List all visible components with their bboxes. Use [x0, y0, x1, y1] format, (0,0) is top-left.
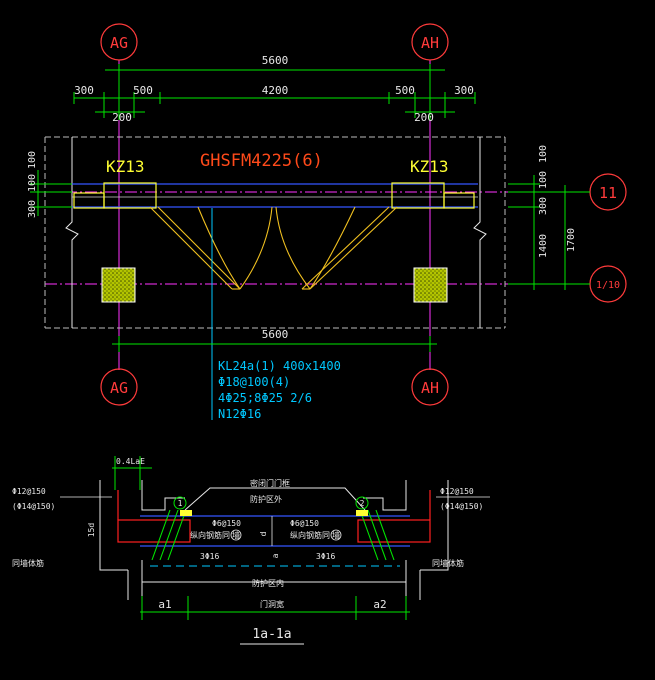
- section-dim-a2: a2: [373, 598, 386, 611]
- section-red-rebar: [117, 490, 431, 543]
- break-line-left: [65, 137, 79, 328]
- dim-overall-bottom: 5600: [262, 328, 289, 341]
- grid-label-11: 11: [599, 184, 617, 202]
- section-left-vertical: 15d: [87, 523, 96, 538]
- beam-label-line1: KL24a(1) 400x1400: [218, 359, 341, 373]
- section-top-label-1: 密闭门门框: [250, 478, 290, 488]
- section-wall-left: [99, 480, 185, 600]
- grid-label-1-10: 1/10: [596, 280, 620, 291]
- section-left-rebar-2: (Φ14@150): [12, 502, 55, 511]
- dim-right-outer: 300: [454, 84, 474, 97]
- column-kz13-left: [103, 182, 157, 209]
- section-stirrup-right: Φ6@150: [290, 519, 319, 528]
- section-door-width: 门洞宽: [260, 599, 284, 609]
- section-right-note: 同墙体筋: [432, 558, 464, 568]
- left-dimensions: [30, 170, 72, 216]
- beam-label-line2: Φ18@100(4): [218, 375, 290, 389]
- section-frame-left: 纵向钢筋同: [190, 530, 230, 540]
- top-dimensions: [73, 64, 476, 120]
- dim-left-outer: 300: [74, 84, 94, 97]
- pillar-left: [101, 267, 136, 303]
- dim-overall-top: 5600: [262, 54, 289, 67]
- dim-left-small: 200: [112, 111, 132, 124]
- section-title: 1a-1a: [252, 627, 291, 642]
- dim-right-top: 100: [538, 145, 549, 163]
- section-tag-right: 墙: [332, 530, 340, 540]
- pillar-right: [413, 267, 448, 303]
- section-tag-left: 墙: [232, 530, 240, 540]
- wall-outline: [44, 136, 506, 329]
- dim-right-span: 1400: [538, 234, 549, 258]
- right-dimensions: [508, 175, 590, 290]
- section-wall-right: [363, 480, 449, 600]
- section-bottom-label: 防护区内: [252, 578, 284, 588]
- grid-bubble-ag-top: [100, 23, 138, 61]
- dim-left-mid: 100: [27, 174, 38, 192]
- section-plate-right: [356, 510, 368, 516]
- dim-left-bottom: 300: [27, 200, 38, 218]
- section-view: 0.4LaE: [12, 456, 490, 645]
- beam-label-line4: N12Φ16: [218, 407, 261, 421]
- grid-bubble-ah-bottom: [411, 368, 449, 406]
- grid-label-ah-bottom: AH: [421, 379, 439, 397]
- dim-left-top: 100: [27, 151, 38, 169]
- section-top-dim: 0.4LaE: [116, 457, 145, 466]
- dim-right-lower: 300: [538, 197, 549, 215]
- section-left-note: 同墙体筋: [12, 558, 44, 568]
- dim-left-inner: 500: [133, 84, 153, 97]
- section-frame-right: 纵向钢筋同: [290, 530, 330, 540]
- plan-view: AG AH AG AH 11 1/10 5600: [27, 23, 627, 421]
- dim-right-inner: 500: [395, 84, 415, 97]
- grid-label-ag-top: AG: [110, 34, 128, 52]
- dim-right-total: 1700: [566, 228, 577, 252]
- section-plate-left: [180, 510, 192, 516]
- column-label-right: KZ13: [410, 157, 449, 176]
- section-bar-right: 3Φ16: [316, 552, 335, 561]
- section-mark-2: [355, 496, 369, 510]
- section-left-rebar-1: Φ12@150: [12, 487, 46, 496]
- column-label-left: KZ13: [106, 157, 145, 176]
- section-bottom-dims: [140, 596, 410, 620]
- section-dim-a1: a1: [158, 598, 171, 611]
- dim-right-small: 200: [414, 111, 434, 124]
- section-right-rebar-2: (Φ14@150): [440, 502, 483, 511]
- section-stirrup-left: Φ6@150: [212, 519, 241, 528]
- grid-bubble-ag-bottom: [100, 368, 138, 406]
- column-kz13-right: [391, 182, 445, 209]
- section-top-label-2: 防护区外: [250, 494, 282, 504]
- section-door-frame: [184, 487, 366, 511]
- column-flange-right: [443, 192, 475, 209]
- break-line-right: [473, 137, 487, 328]
- section-mark-1: [173, 496, 187, 510]
- grid-label-ag-bottom: AG: [110, 379, 128, 397]
- column-flange-left: [73, 192, 105, 209]
- section-center-a: a: [271, 553, 280, 558]
- door-leaves: [149, 206, 398, 290]
- section-diagonal-bars: [151, 509, 395, 561]
- section-mark-2-label: 2: [360, 499, 365, 508]
- door-label: GHSFM4225(6): [200, 151, 323, 171]
- section-center-d: d: [259, 531, 268, 536]
- section-bar-left: 3Φ16: [200, 552, 219, 561]
- bottom-dimension: [112, 336, 437, 352]
- section-mark-1-label: 1: [178, 499, 183, 508]
- grid-label-ah-top: AH: [421, 34, 439, 52]
- grid-bubble-ah-top: [411, 23, 449, 61]
- dim-right-mid: 100: [538, 171, 549, 189]
- section-right-rebar-1: Φ12@150: [440, 487, 474, 496]
- beam-label-line3: 4Φ25;8Φ25 2/6: [218, 391, 312, 405]
- dim-middle: 4200: [262, 84, 289, 97]
